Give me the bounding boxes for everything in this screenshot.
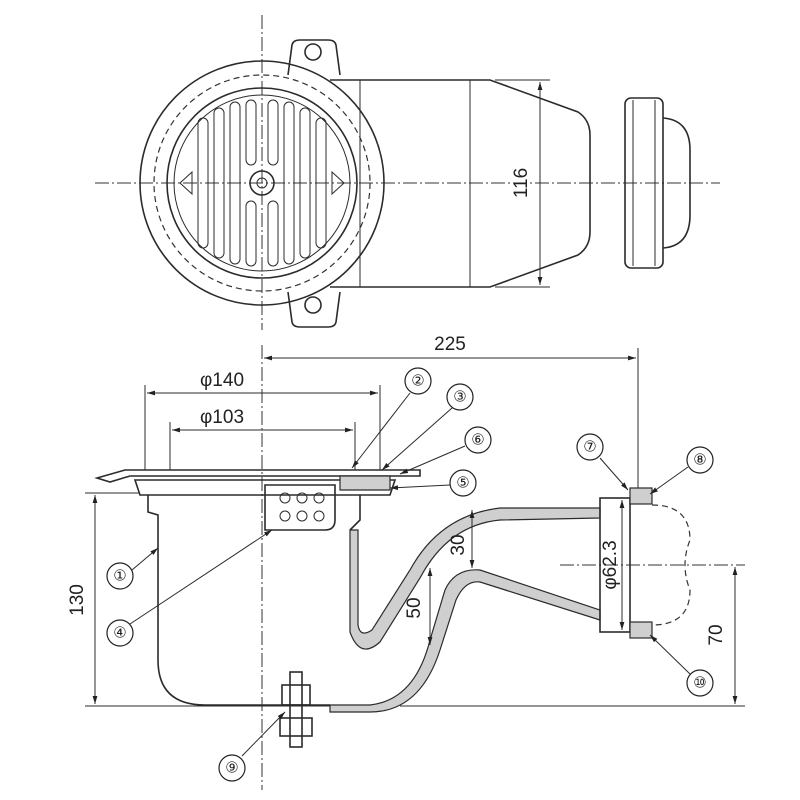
dim-50: 50 — [404, 597, 425, 618]
outlet-pipe — [662, 117, 691, 249]
connected-pipe — [651, 504, 691, 626]
outlet-nut — [624, 97, 664, 269]
callout-7: ⑦ — [583, 439, 596, 456]
nut-top — [629, 487, 653, 505]
callout-4: ④ — [113, 625, 126, 642]
anchor-bolt — [279, 671, 313, 748]
callout-1: ① — [113, 568, 126, 585]
side-view: 225 φ140 φ103 130 70 30 50 φ62.3 — [67, 334, 745, 790]
outlet-socket — [599, 497, 631, 633]
bolt-hole-icon — [304, 296, 322, 314]
callout-10: ⑩ — [693, 675, 706, 692]
bolt-hole-icon — [304, 43, 322, 61]
dim-130: 130 — [67, 584, 88, 616]
dim-phi-62-3: φ62.3 — [600, 540, 621, 589]
callout-9: ⑨ — [225, 760, 238, 777]
dim-70: 70 — [706, 624, 727, 645]
grate — [166, 87, 358, 279]
top-view: 116 — [95, 15, 720, 330]
bottom-flange — [287, 291, 341, 328]
callout-6: ⑥ — [471, 432, 484, 449]
callout-3: ③ — [453, 389, 466, 406]
callout-2: ② — [411, 373, 424, 390]
callout-8: ⑧ — [693, 452, 706, 469]
grate-frame — [133, 479, 397, 496]
gasket-hatch — [339, 475, 391, 491]
trap-body-outline — [330, 79, 591, 288]
callout-5: ⑤ — [456, 475, 469, 492]
nut-bottom — [629, 621, 653, 639]
rim-plate — [94, 469, 421, 483]
grate-slots — [179, 99, 345, 267]
body-outer — [147, 495, 330, 706]
dim-225: 225 — [434, 334, 466, 355]
top-flange — [287, 39, 341, 76]
dim-phi-140: φ140 — [200, 370, 244, 391]
dim-phi-103: φ103 — [200, 407, 244, 428]
part-callouts: ① ② ③ ④ ⑤ ⑥ ⑦ ⑧ ⑨ ⑩ — [106, 367, 714, 782]
strainer-basket — [264, 484, 336, 531]
dim-116: 116 — [511, 168, 532, 198]
center-screw-icon — [249, 170, 275, 196]
inner-dashed-circle — [153, 74, 371, 292]
dim-30: 30 — [448, 534, 469, 555]
outer-rim — [139, 60, 385, 306]
